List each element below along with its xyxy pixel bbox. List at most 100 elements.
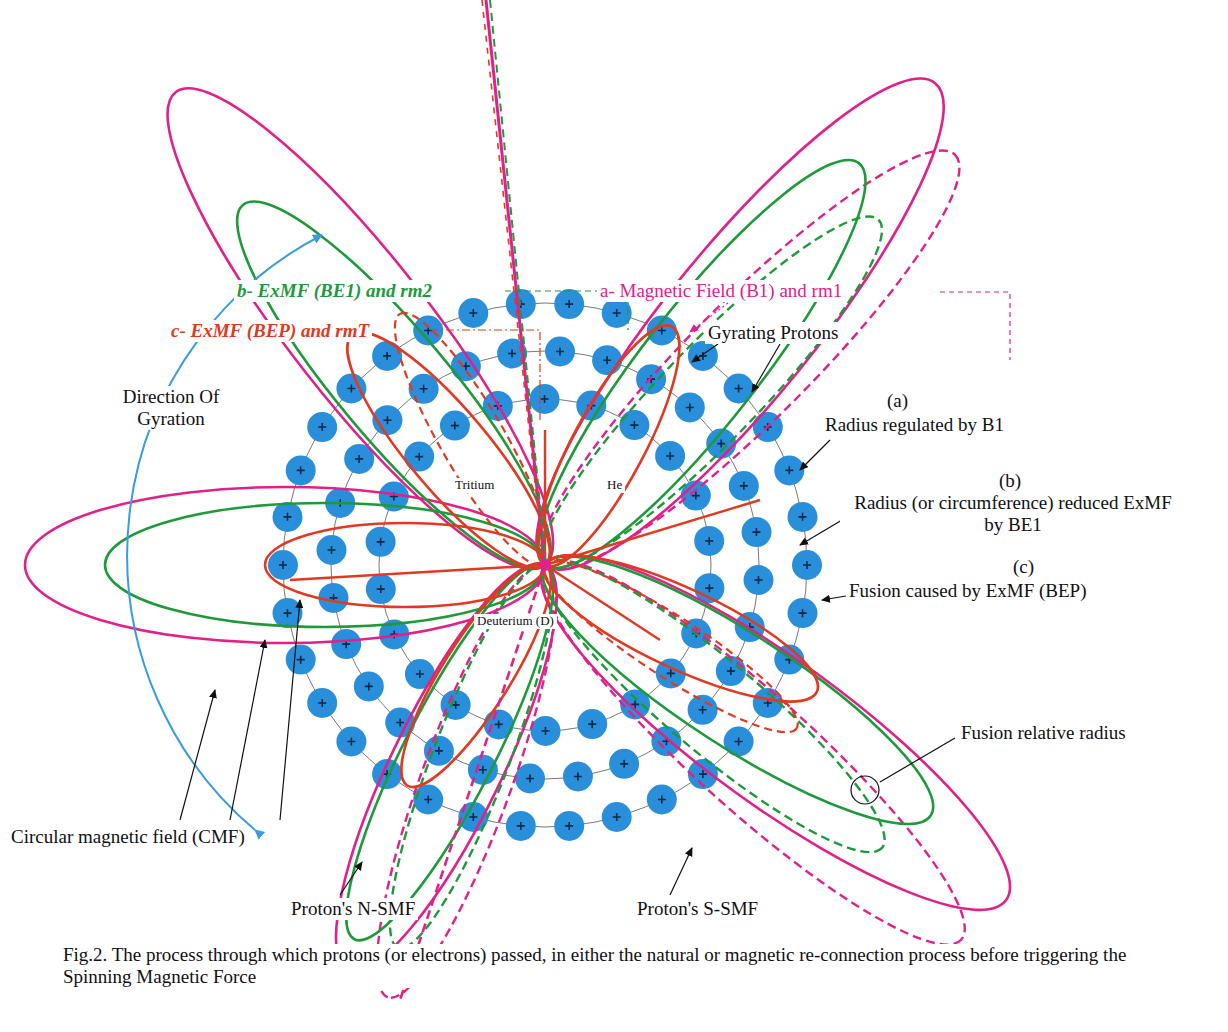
part-label: Gyrating Protons: [705, 322, 841, 344]
proton: [307, 412, 337, 442]
proton-charge: [686, 403, 694, 411]
proton-charge: [705, 584, 713, 592]
proton-charge: [658, 796, 666, 804]
proton-charge: [699, 706, 707, 714]
proton: [366, 527, 396, 557]
proton-charge: [318, 423, 326, 431]
proton-charge: [297, 656, 305, 664]
proton: [506, 811, 536, 841]
proton-charge: [495, 720, 503, 728]
field-label: b- ExMF (BE1) and rm2: [234, 280, 435, 302]
proton-charge: [565, 300, 573, 308]
proton-charge: [541, 727, 549, 735]
proton: [788, 598, 818, 628]
part-label: Circular magnetic field (CMF): [8, 826, 248, 848]
proton: [530, 384, 560, 414]
figure-caption: Fig.2. The process through which protons…: [60, 944, 1176, 988]
proton: [413, 785, 443, 815]
proton-charge: [541, 395, 549, 403]
part-label: Fusion relative radius: [958, 722, 1129, 744]
proton-charge: [613, 813, 621, 821]
proton-charge: [415, 453, 423, 461]
proton: [268, 550, 298, 580]
proton-charge: [603, 356, 611, 364]
part-label: Proton's S-SMF: [634, 898, 761, 920]
proton-charge: [424, 796, 432, 804]
proton-charge: [565, 822, 573, 830]
proton: [788, 502, 818, 532]
proton: [531, 716, 561, 746]
proton: [774, 455, 804, 485]
proton: [592, 345, 622, 375]
proton-charge: [365, 682, 373, 690]
part-label: Tritium: [452, 478, 497, 493]
proton: [729, 471, 759, 501]
proton-charge: [469, 813, 477, 821]
proton-charge: [508, 350, 516, 358]
proton-charge: [435, 747, 443, 755]
proton: [366, 574, 396, 604]
proton: [742, 517, 772, 547]
fusion-exmf-loops-dashed: [372, 298, 813, 754]
proton: [609, 749, 639, 779]
proton-charge: [556, 348, 564, 356]
proton-charge: [620, 760, 628, 768]
proton-charge: [416, 670, 424, 678]
callout-number: (c): [1010, 556, 1037, 578]
proton: [307, 688, 337, 718]
proton-charge: [752, 528, 760, 536]
proton-charge: [740, 482, 748, 490]
proton-charge: [377, 538, 385, 546]
proton-charge: [469, 309, 477, 317]
proton-charge: [666, 452, 674, 460]
proton-charge: [799, 609, 807, 617]
proton: [688, 695, 718, 725]
proton-charge: [735, 384, 743, 392]
proton: [647, 785, 677, 815]
callout-number: (a): [884, 390, 911, 412]
proton-charge: [347, 738, 355, 746]
exmf-loops-dashed: [363, 186, 913, 961]
proton-charge: [283, 609, 291, 617]
proton-charge: [785, 466, 793, 474]
proton-charge: [383, 416, 391, 424]
proton-charge: [318, 699, 326, 707]
proton: [602, 298, 632, 328]
proton-charge: [667, 669, 675, 677]
proton: [675, 392, 705, 422]
part-label: Direction Of Gyration: [112, 386, 230, 430]
proton: [545, 337, 575, 367]
proton-charge: [727, 667, 735, 675]
proton: [554, 811, 584, 841]
proton: [744, 565, 774, 595]
fusion-exmf-loops: [265, 309, 834, 803]
proton-charge: [630, 421, 638, 429]
proton-charge: [799, 513, 807, 521]
part-label: Proton's N-SMF: [288, 898, 418, 920]
proton: [317, 535, 347, 565]
proton-charge: [803, 561, 811, 569]
proton-charge: [613, 309, 621, 317]
proton: [563, 762, 593, 792]
proton: [354, 671, 384, 701]
field-label: c- ExMF (BEP) and rmT: [168, 320, 372, 342]
field-axis: [400, 0, 551, 1000]
part-label: Fusion caused by ExMF (BEP): [846, 580, 1090, 602]
proton: [619, 410, 649, 440]
proton: [440, 411, 470, 441]
proton-charge: [735, 738, 743, 746]
proton: [554, 289, 584, 319]
proton: [286, 645, 316, 675]
part-label: He: [604, 478, 625, 493]
proton-charge: [383, 352, 391, 360]
proton-rings: [283, 303, 807, 827]
proton: [458, 298, 488, 328]
proton-charge: [355, 455, 363, 463]
proton: [372, 341, 402, 371]
proton: [331, 629, 361, 659]
part-label: Radius (or circumference) reduced ExMF b…: [840, 492, 1186, 536]
proton: [336, 727, 366, 757]
field-label: a- Magnetic Field (B1) and rm1: [597, 280, 845, 302]
proton-charge: [396, 719, 404, 727]
proton-charge: [328, 546, 336, 554]
